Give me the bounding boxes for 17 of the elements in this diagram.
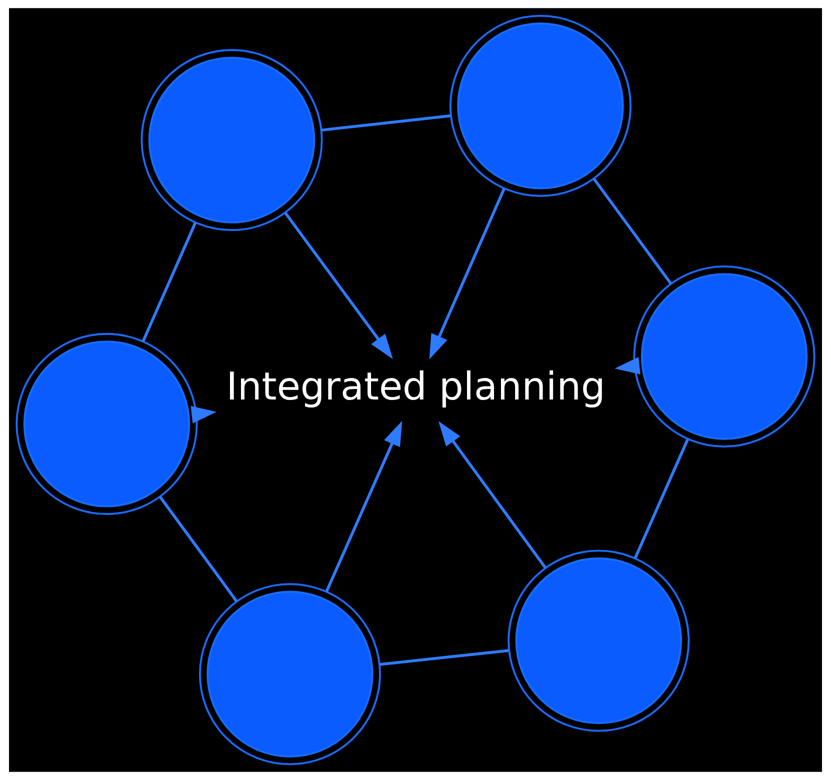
arrow [438,421,546,568]
connector [380,649,509,666]
connector [142,222,197,342]
node-text: Integrated planning [226,364,606,410]
arrow [614,357,640,374]
node-circle [198,583,381,766]
connector [159,496,238,602]
node-circle [449,14,632,197]
arrow [284,212,393,360]
node-circle [508,550,690,732]
connector [634,438,689,559]
arrow [429,188,506,360]
connector [592,178,672,285]
connector [321,114,451,132]
node-circle [140,49,323,232]
arrow [325,420,402,592]
arrow [190,406,217,424]
